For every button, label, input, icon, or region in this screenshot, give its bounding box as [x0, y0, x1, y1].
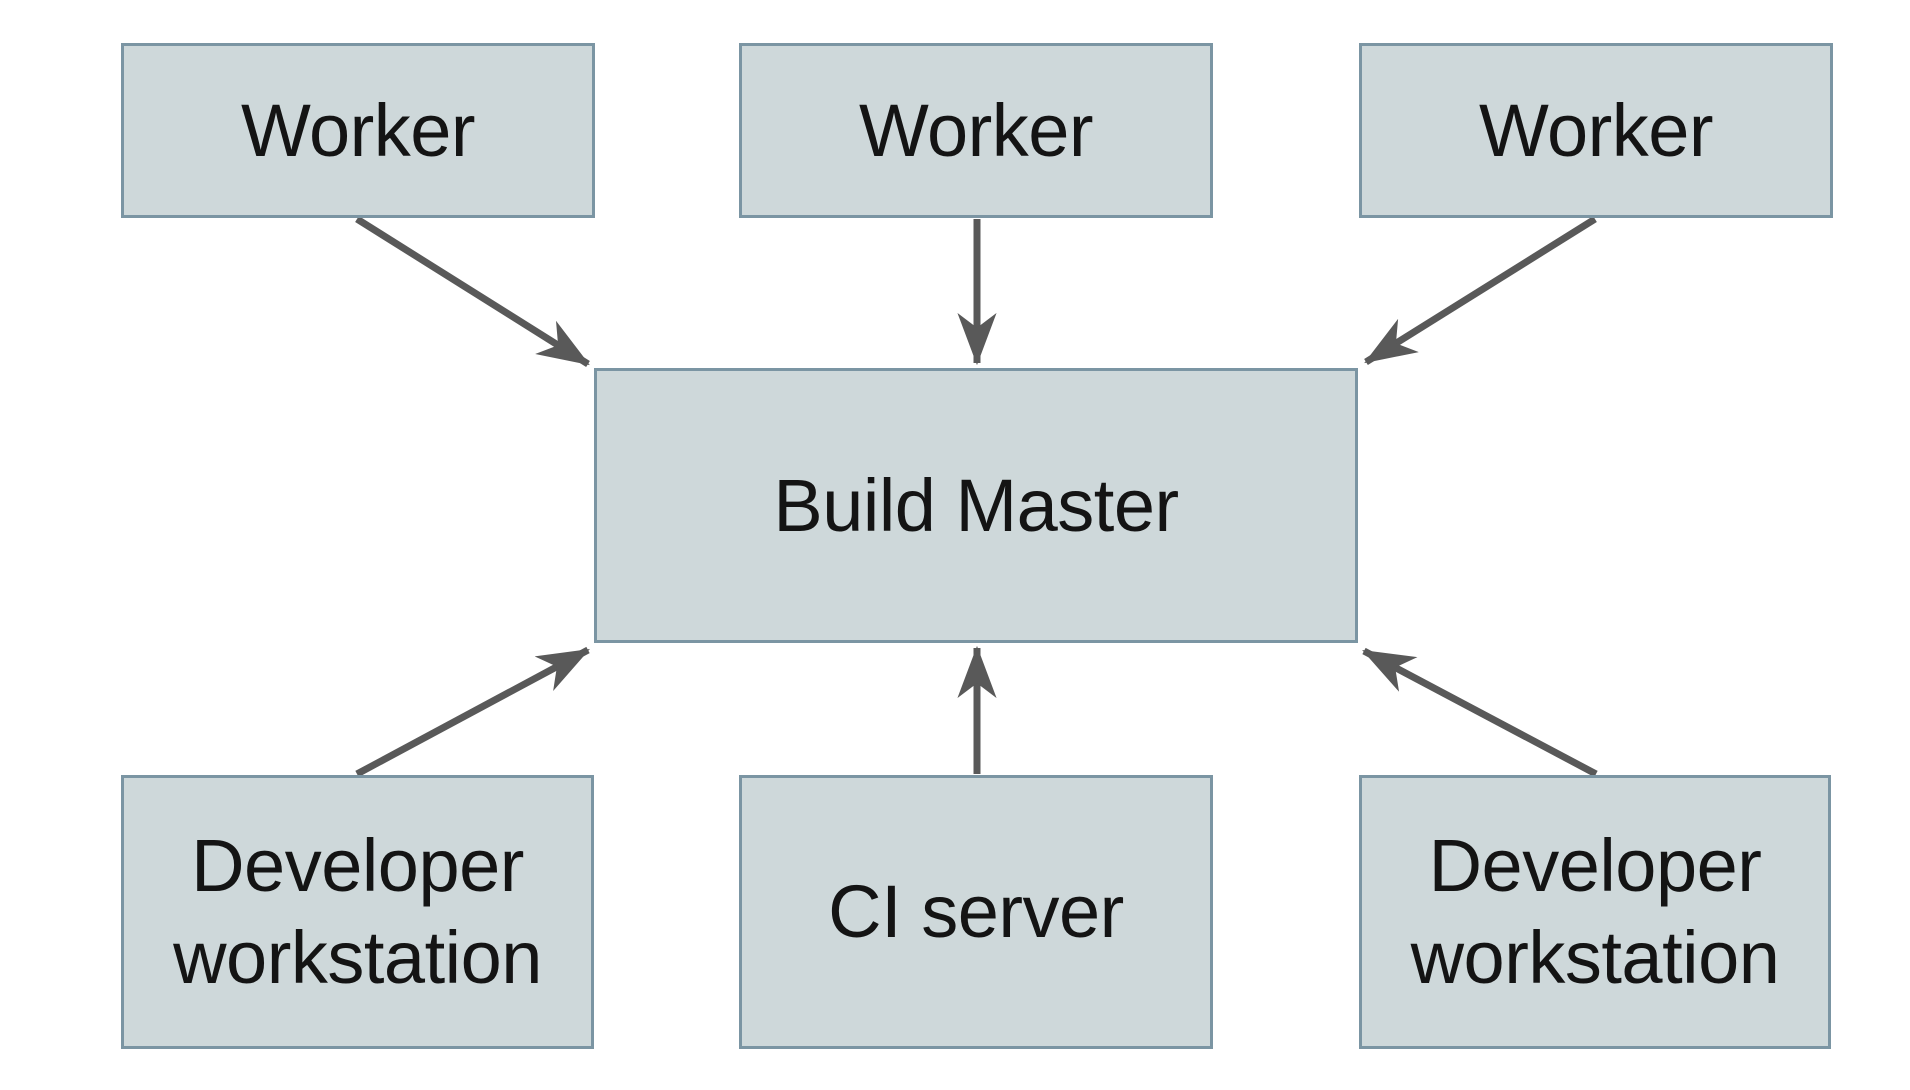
node-worker-right-label: Worker	[1478, 88, 1714, 172]
node-worker-right: Worker	[1359, 43, 1833, 218]
node-build-master-label: Build Master	[773, 463, 1179, 547]
node-worker-center: Worker	[739, 43, 1213, 218]
arrow-dev-left-to-build-master	[355, 646, 590, 778]
node-build-master: Build Master	[594, 368, 1358, 643]
node-ci-server: CI server	[739, 775, 1213, 1049]
node-developer-workstation-left: Developer workstation	[121, 775, 594, 1049]
node-worker-left: Worker	[121, 43, 595, 218]
arrow-worker-left-to-build-master	[355, 216, 590, 367]
node-worker-center-label: Worker	[858, 88, 1094, 172]
arrow-dev-right-to-build-master	[1362, 647, 1598, 778]
node-ci-server-label: CI server	[828, 870, 1124, 954]
arrow-worker-right-to-build-master	[1364, 216, 1597, 365]
node-developer-workstation-right-label: Developer workstation	[1410, 824, 1780, 999]
node-developer-workstation-left-label: Developer workstation	[173, 824, 542, 999]
node-worker-left-label: Worker	[240, 88, 476, 172]
node-developer-workstation-right: Developer workstation	[1359, 775, 1831, 1049]
